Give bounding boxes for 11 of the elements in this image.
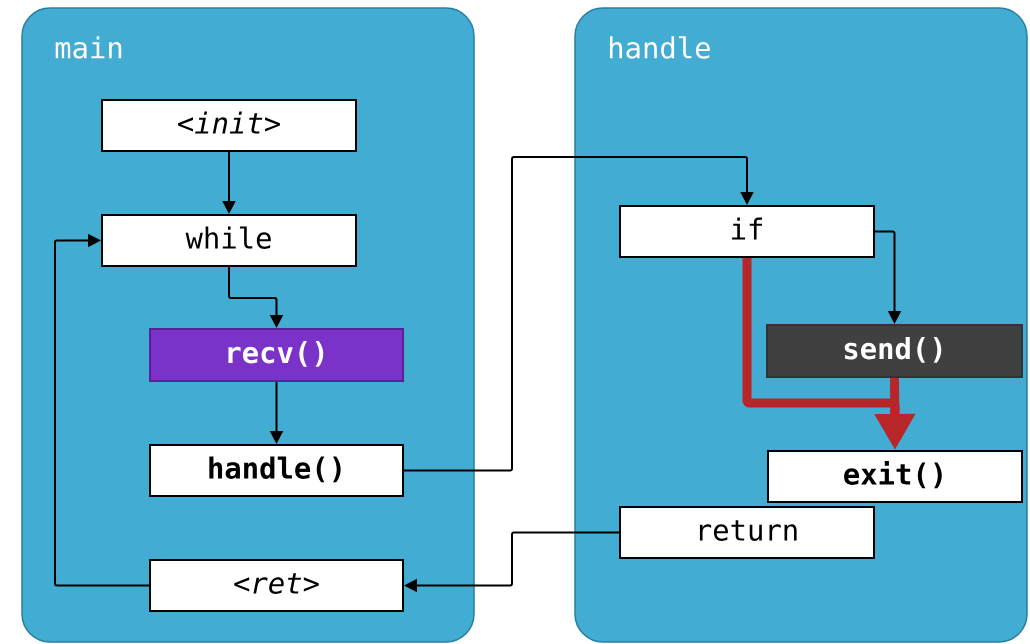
process-box: handle() [149,444,404,497]
process-box: send() [766,324,1023,378]
process-box: exit() [767,450,1023,503]
process-box: if [619,205,875,258]
process-box: recv() [149,328,404,382]
arrow [54,233,150,587]
process-box: <init> [101,99,357,152]
process-box: return [619,506,875,559]
process-box: while [101,214,357,267]
arrow [403,156,754,472]
process-box: <ret> [149,559,404,612]
